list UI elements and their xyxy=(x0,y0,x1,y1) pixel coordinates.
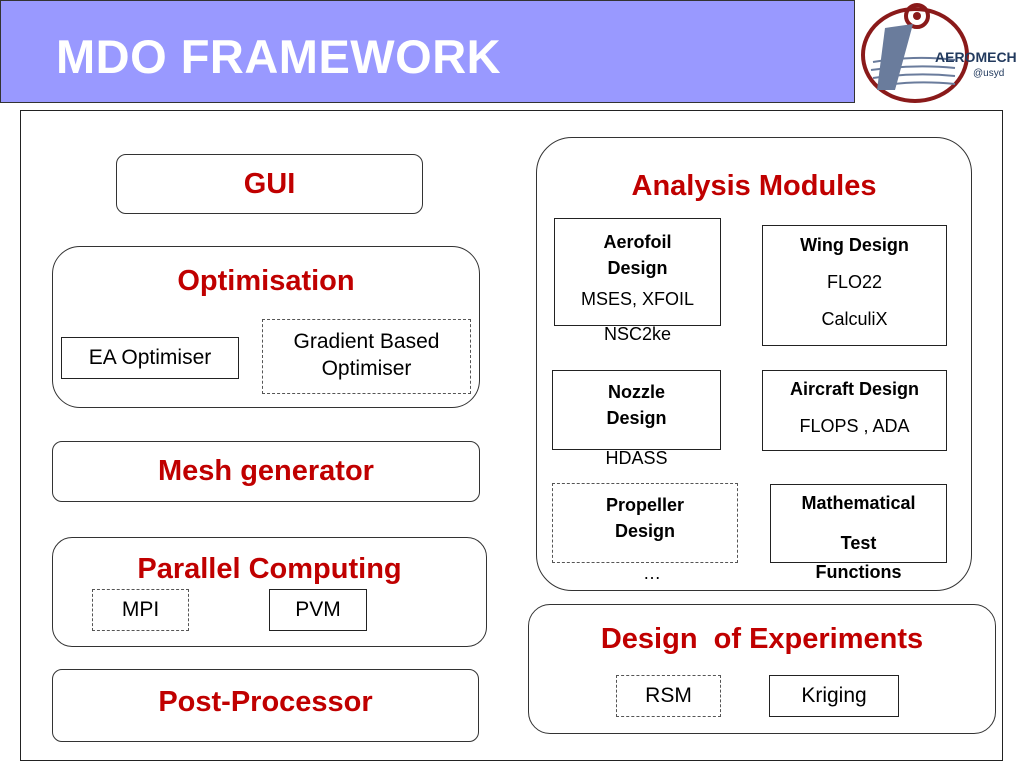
ea-optimiser-box: EA Optimiser xyxy=(61,337,239,379)
design-of-experiments-label: Design of Experiments xyxy=(600,623,924,655)
aeromech-logo: AEROMECH @usyd xyxy=(855,0,1024,103)
aircraft-design-box: Aircraft Design FLOPS , ADA xyxy=(762,370,947,451)
mathematical-test-functions-box: Mathematical Test xyxy=(770,484,947,563)
nozzle-design-extra: HDASS xyxy=(605,448,668,468)
math-line-1: Mathematical xyxy=(801,493,916,513)
gui-label: GUI xyxy=(243,168,296,200)
gradient-optimiser-box: Gradient Based Optimiser xyxy=(262,319,471,394)
propeller-design-box: Propeller Design xyxy=(552,483,738,563)
aircraft-design-title: Aircraft Design xyxy=(789,379,920,399)
parallel-computing-label: Parallel Computing xyxy=(137,553,402,585)
aeromech-logo-icon: AEROMECH @usyd xyxy=(861,3,1017,103)
math-line-2: Test xyxy=(840,533,877,553)
math-line-3: Functions xyxy=(815,562,902,582)
mpi-box: MPI xyxy=(92,589,189,631)
pvm-box: PVM xyxy=(269,589,367,631)
title-banner: MDO FRAMEWORK xyxy=(0,0,855,103)
optimisation-label: Optimisation xyxy=(177,265,355,297)
aircraft-design-tools: FLOPS , ADA xyxy=(799,416,910,436)
slide-title: MDO FRAMEWORK xyxy=(56,30,502,83)
logo-text: AEROMECH xyxy=(935,49,1017,65)
mesh-generator-label: Mesh generator xyxy=(158,455,374,487)
mesh-generator-box: Mesh generator xyxy=(52,441,480,502)
kriging-box: Kriging xyxy=(769,675,899,717)
nozzle-design-box: Nozzle Design xyxy=(552,370,721,450)
analysis-modules-label: Analysis Modules xyxy=(631,170,877,202)
aerofoil-design-extra: NSC2ke xyxy=(603,324,672,344)
aerofoil-design-tools: MSES, XFOIL xyxy=(580,289,695,310)
propeller-design-title: Propeller Design xyxy=(605,495,685,542)
wing-design-tool-calculix: CalculiX xyxy=(821,309,888,329)
propeller-design-extra: … xyxy=(643,563,661,583)
gui-box: GUI xyxy=(116,154,423,214)
design-of-experiments-box: Design of Experiments xyxy=(528,604,996,734)
logo-subtext: @usyd xyxy=(973,68,1004,79)
post-processor-box: Post-Processor xyxy=(52,669,479,742)
nozzle-design-title: Nozzle Design xyxy=(606,382,667,429)
wing-design-box: Wing Design FLO22 CalculiX xyxy=(762,225,947,346)
rsm-box: RSM xyxy=(616,675,721,717)
aerofoil-design-box: Aerofoil Design MSES, XFOIL xyxy=(554,218,721,326)
wing-design-title: Wing Design xyxy=(800,235,909,255)
wing-design-tool-flo22: FLO22 xyxy=(826,272,883,292)
aerofoil-design-title: Aerofoil Design xyxy=(603,232,672,279)
post-processor-label: Post-Processor xyxy=(158,686,373,718)
